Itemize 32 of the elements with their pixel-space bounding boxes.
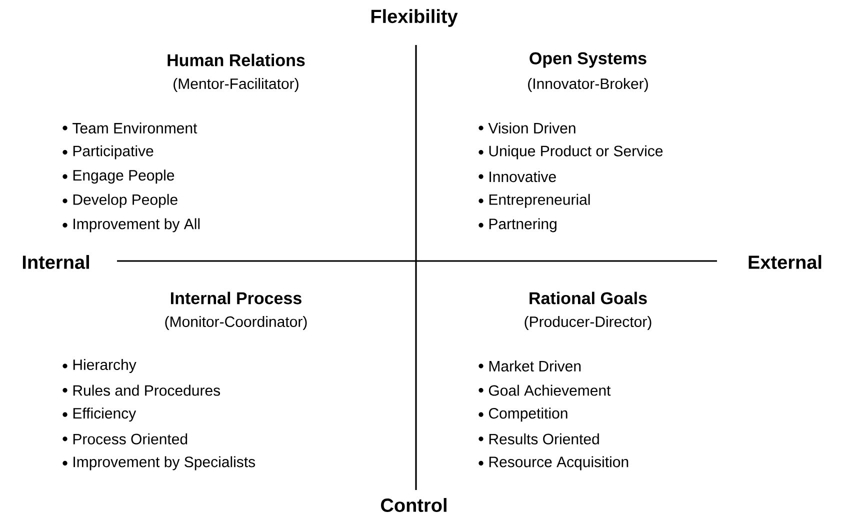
list-item: Entrepreneurial: [489, 194, 590, 208]
list-item: Team Environment: [72, 122, 198, 134]
quadrant-subtitle: (Monitor-Coordinator): [165, 316, 307, 330]
list-item: Goal Achievement: [488, 384, 611, 396]
axis-label: Internal: [22, 255, 89, 269]
list-item: Results Oriented: [489, 433, 599, 444]
list-item: Process Oriented: [73, 433, 188, 444]
list-item: Resource Acquisition: [489, 456, 628, 470]
list-item: Partnering: [489, 218, 556, 232]
quadrant-heading: Internal Process: [171, 292, 302, 304]
list-item: Engage People: [73, 170, 174, 184]
list-item: Unique Product or Service: [489, 145, 663, 160]
quadrant-heading: Rational Goals: [530, 292, 647, 304]
list-item: Competition: [488, 408, 568, 422]
quadrant-subtitle: (Innovator-Broker): [528, 78, 648, 92]
axis-label: External: [748, 255, 822, 269]
list-item: Market Driven: [489, 360, 581, 372]
quadrant-subtitle: (Mentor-Facilitator): [174, 78, 298, 92]
quadrant-heading: Open Systems: [530, 52, 646, 68]
axis-label: Control: [381, 498, 446, 512]
list-item: Improvement by Specialists: [74, 456, 256, 470]
list-item: Hierarchy: [73, 359, 136, 373]
list-item: Innovative: [490, 171, 556, 182]
quadrant-subtitle: (Producer-Director): [524, 316, 652, 330]
list-item: Rules and Procedures: [73, 384, 220, 396]
list-item: Improvement by All: [74, 218, 200, 232]
list-item: Efficiency: [73, 408, 136, 422]
axis-label: Flexibility: [371, 9, 458, 27]
quadrant-heading: Human Relations: [168, 54, 305, 66]
list-item: Participative: [73, 145, 154, 160]
list-item: Vision Driven: [488, 122, 576, 134]
list-item: Develop People: [73, 194, 178, 208]
